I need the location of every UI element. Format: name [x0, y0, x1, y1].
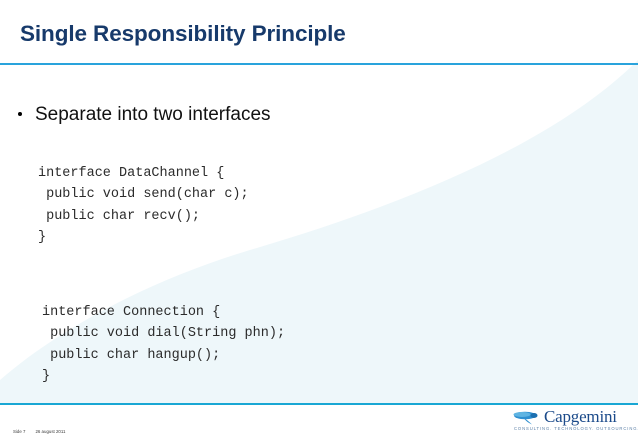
code-block-connection: interface Connection { public void dial(…	[42, 304, 286, 385]
capgemini-swoosh-icon	[512, 409, 542, 425]
footer-page-label: Side 7	[13, 429, 26, 435]
footer-date: 26 august 2011	[35, 429, 66, 435]
footer-meta: Side 726 august 2011 © 2009 Capgemini - …	[13, 417, 88, 442]
footer-page-and-date: Side 7 26 august 2011	[13, 429, 88, 435]
title-divider-rule	[0, 63, 638, 65]
bullet-item: Separate into two interfaces	[18, 104, 271, 126]
capgemini-wordmark: Capgemini	[544, 407, 617, 426]
capgemini-tagline: CONSULTING. TECHNOLOGY. OUTSOURCING.	[514, 426, 638, 431]
code-block-data-channel: interface DataChannel { public void send…	[38, 165, 249, 246]
bullet-dot-icon	[18, 112, 22, 116]
page-title: Single Responsibility Principle	[20, 21, 346, 46]
bullet-item-label: Separate into two interfaces	[35, 104, 271, 125]
footer-divider-rule	[0, 403, 638, 405]
capgemini-logo: Capgemini CONSULTING. TECHNOLOGY. OUTSOU…	[512, 407, 638, 437]
